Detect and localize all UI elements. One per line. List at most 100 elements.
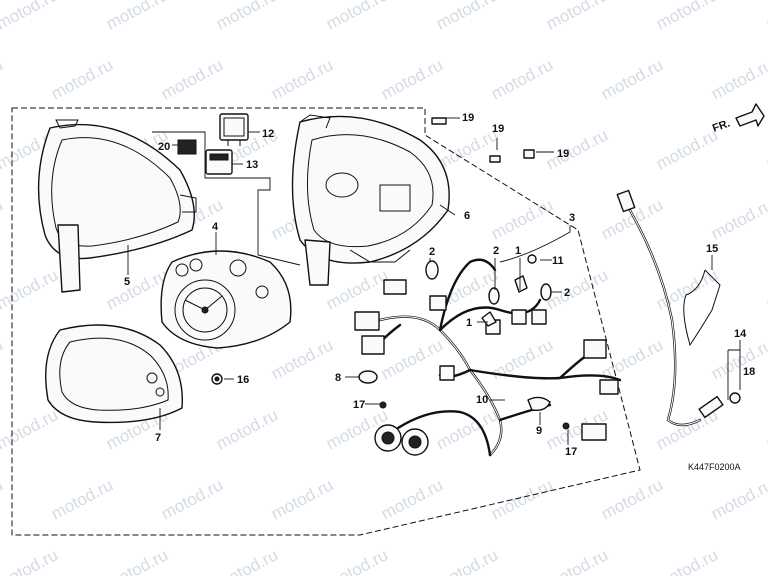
watermark-text: motod.ru [323,545,391,576]
callout-c8: 8 [335,372,341,384]
front-direction-arrow [735,103,765,127]
speedometer-cable [616,189,741,427]
callout-c1b: 1 [515,245,521,257]
watermark-text: motod.ru [213,405,281,453]
callout-c16: 16 [237,374,249,386]
watermark-text: motod.ru [708,55,768,103]
screw-11 [527,254,537,264]
callout-c9: 9 [536,425,542,437]
callout-c18: 18 [743,366,755,378]
watermark-text: motod.ru [0,335,6,383]
watermark-text: motod.ru [378,55,446,103]
watermark-text: motod.ru [653,0,721,34]
main-wire-harness [354,258,622,457]
watermark-text: motod.ru [158,55,226,103]
watermark-text: motod.ru [488,55,556,103]
callout-c1a: 1 [466,317,472,329]
watermark-text: motod.ru [598,55,666,103]
callout-c5: 5 [124,276,130,288]
callout-c2b: 2 [493,245,499,257]
watermark-text: motod.ru [763,0,768,34]
meter-housing [291,114,450,286]
watermark-text: motod.ru [708,195,768,243]
watermark-text: motod.ru [0,475,6,523]
callout-c3: 3 [569,212,575,224]
meter-upper-cover [37,119,197,293]
cable-guide-15 [683,269,721,347]
callout-c6: 6 [464,210,470,222]
callout-c19c: 19 [557,148,569,160]
watermark-text: motod.ru [708,335,768,383]
watermark-text: motod.ru [48,475,116,523]
watermark-text: motod.ru [488,475,556,523]
callout-c19a: 19 [462,112,474,124]
watermark-text: motod.ru [323,0,391,34]
callout-c11: 11 [552,255,564,267]
callout-c2a: 2 [429,246,435,258]
relay-13 [205,149,233,175]
watermark-text: motod.ru [0,0,61,34]
watermark-text: motod.ru [0,545,61,576]
watermark-text: motod.ru [268,335,336,383]
callout-c12: 12 [262,128,274,140]
grommet-8 [358,370,378,384]
watermark-text: motod.ru [543,0,611,34]
screws-17 [379,401,570,430]
callout-c14: 14 [734,328,747,340]
watermark-text: motod.ru [323,265,391,313]
callout-c7: 7 [155,432,161,444]
watermark-text: motod.ru [0,55,6,103]
watermark-text: motod.ru [433,0,501,34]
drawing-code: K447F0200A [688,462,741,472]
callout-c2c: 2 [564,287,570,299]
watermark-text: motod.ru [213,545,281,576]
watermark-text: motod.ru [378,475,446,523]
watermark-text: motod.ru [763,405,768,453]
watermark-text: motod.ru [653,545,721,576]
watermark-text: motod.ru [103,545,171,576]
watermark-text: motod.ru [708,475,768,523]
watermark-text: motod.ru [0,405,61,453]
watermark-text: motod.ru [0,265,61,313]
watermark-text: motod.ru [268,55,336,103]
assembly-boundary [11,107,641,536]
watermark-text: motod.ru [103,0,171,34]
callout-c13: 13 [246,159,258,171]
watermark-text: motod.ru [48,55,116,103]
direction-label: FR. [711,117,732,134]
callout-c19b: 19 [492,123,504,135]
watermark-text: motod.ru [0,195,6,243]
screws-19 [431,117,535,163]
watermark-text: motod.ru [378,335,446,383]
watermark-text: motod.ru [543,125,611,173]
callout-c20: 20 [158,141,170,153]
callout-c4: 4 [212,221,219,233]
watermark-text: motod.ru [213,0,281,34]
meter-lower-case [45,324,184,424]
watermark-text: motod.ru [158,475,226,523]
watermark-text: motod.ru [763,265,768,313]
clamp-9 [527,396,551,412]
watermark-text: motod.ru [763,545,768,576]
callout-c17b: 17 [565,446,577,458]
leader-lines [127,117,741,445]
watermark-text: motod.ru [433,545,501,576]
watermark-text: motod.ru [598,475,666,523]
watermark-text: motod.ru [653,125,721,173]
watermark-text: motod.ru [763,125,768,173]
callout-c15: 15 [706,243,718,255]
watermark-text: motod.ru [543,265,611,313]
watermark-text: motod.ru [488,195,556,243]
watermark-text: motod.ru [268,475,336,523]
combination-meter [160,250,292,349]
relay-12 [219,113,249,146]
fuse-block-20 [177,139,197,155]
bracket-20-13-12 [152,131,301,266]
callout-c10: 10 [476,394,488,406]
watermark-text: motod.ru [543,545,611,576]
callout-c17a: 17 [353,399,365,411]
screw-16 [211,373,223,385]
